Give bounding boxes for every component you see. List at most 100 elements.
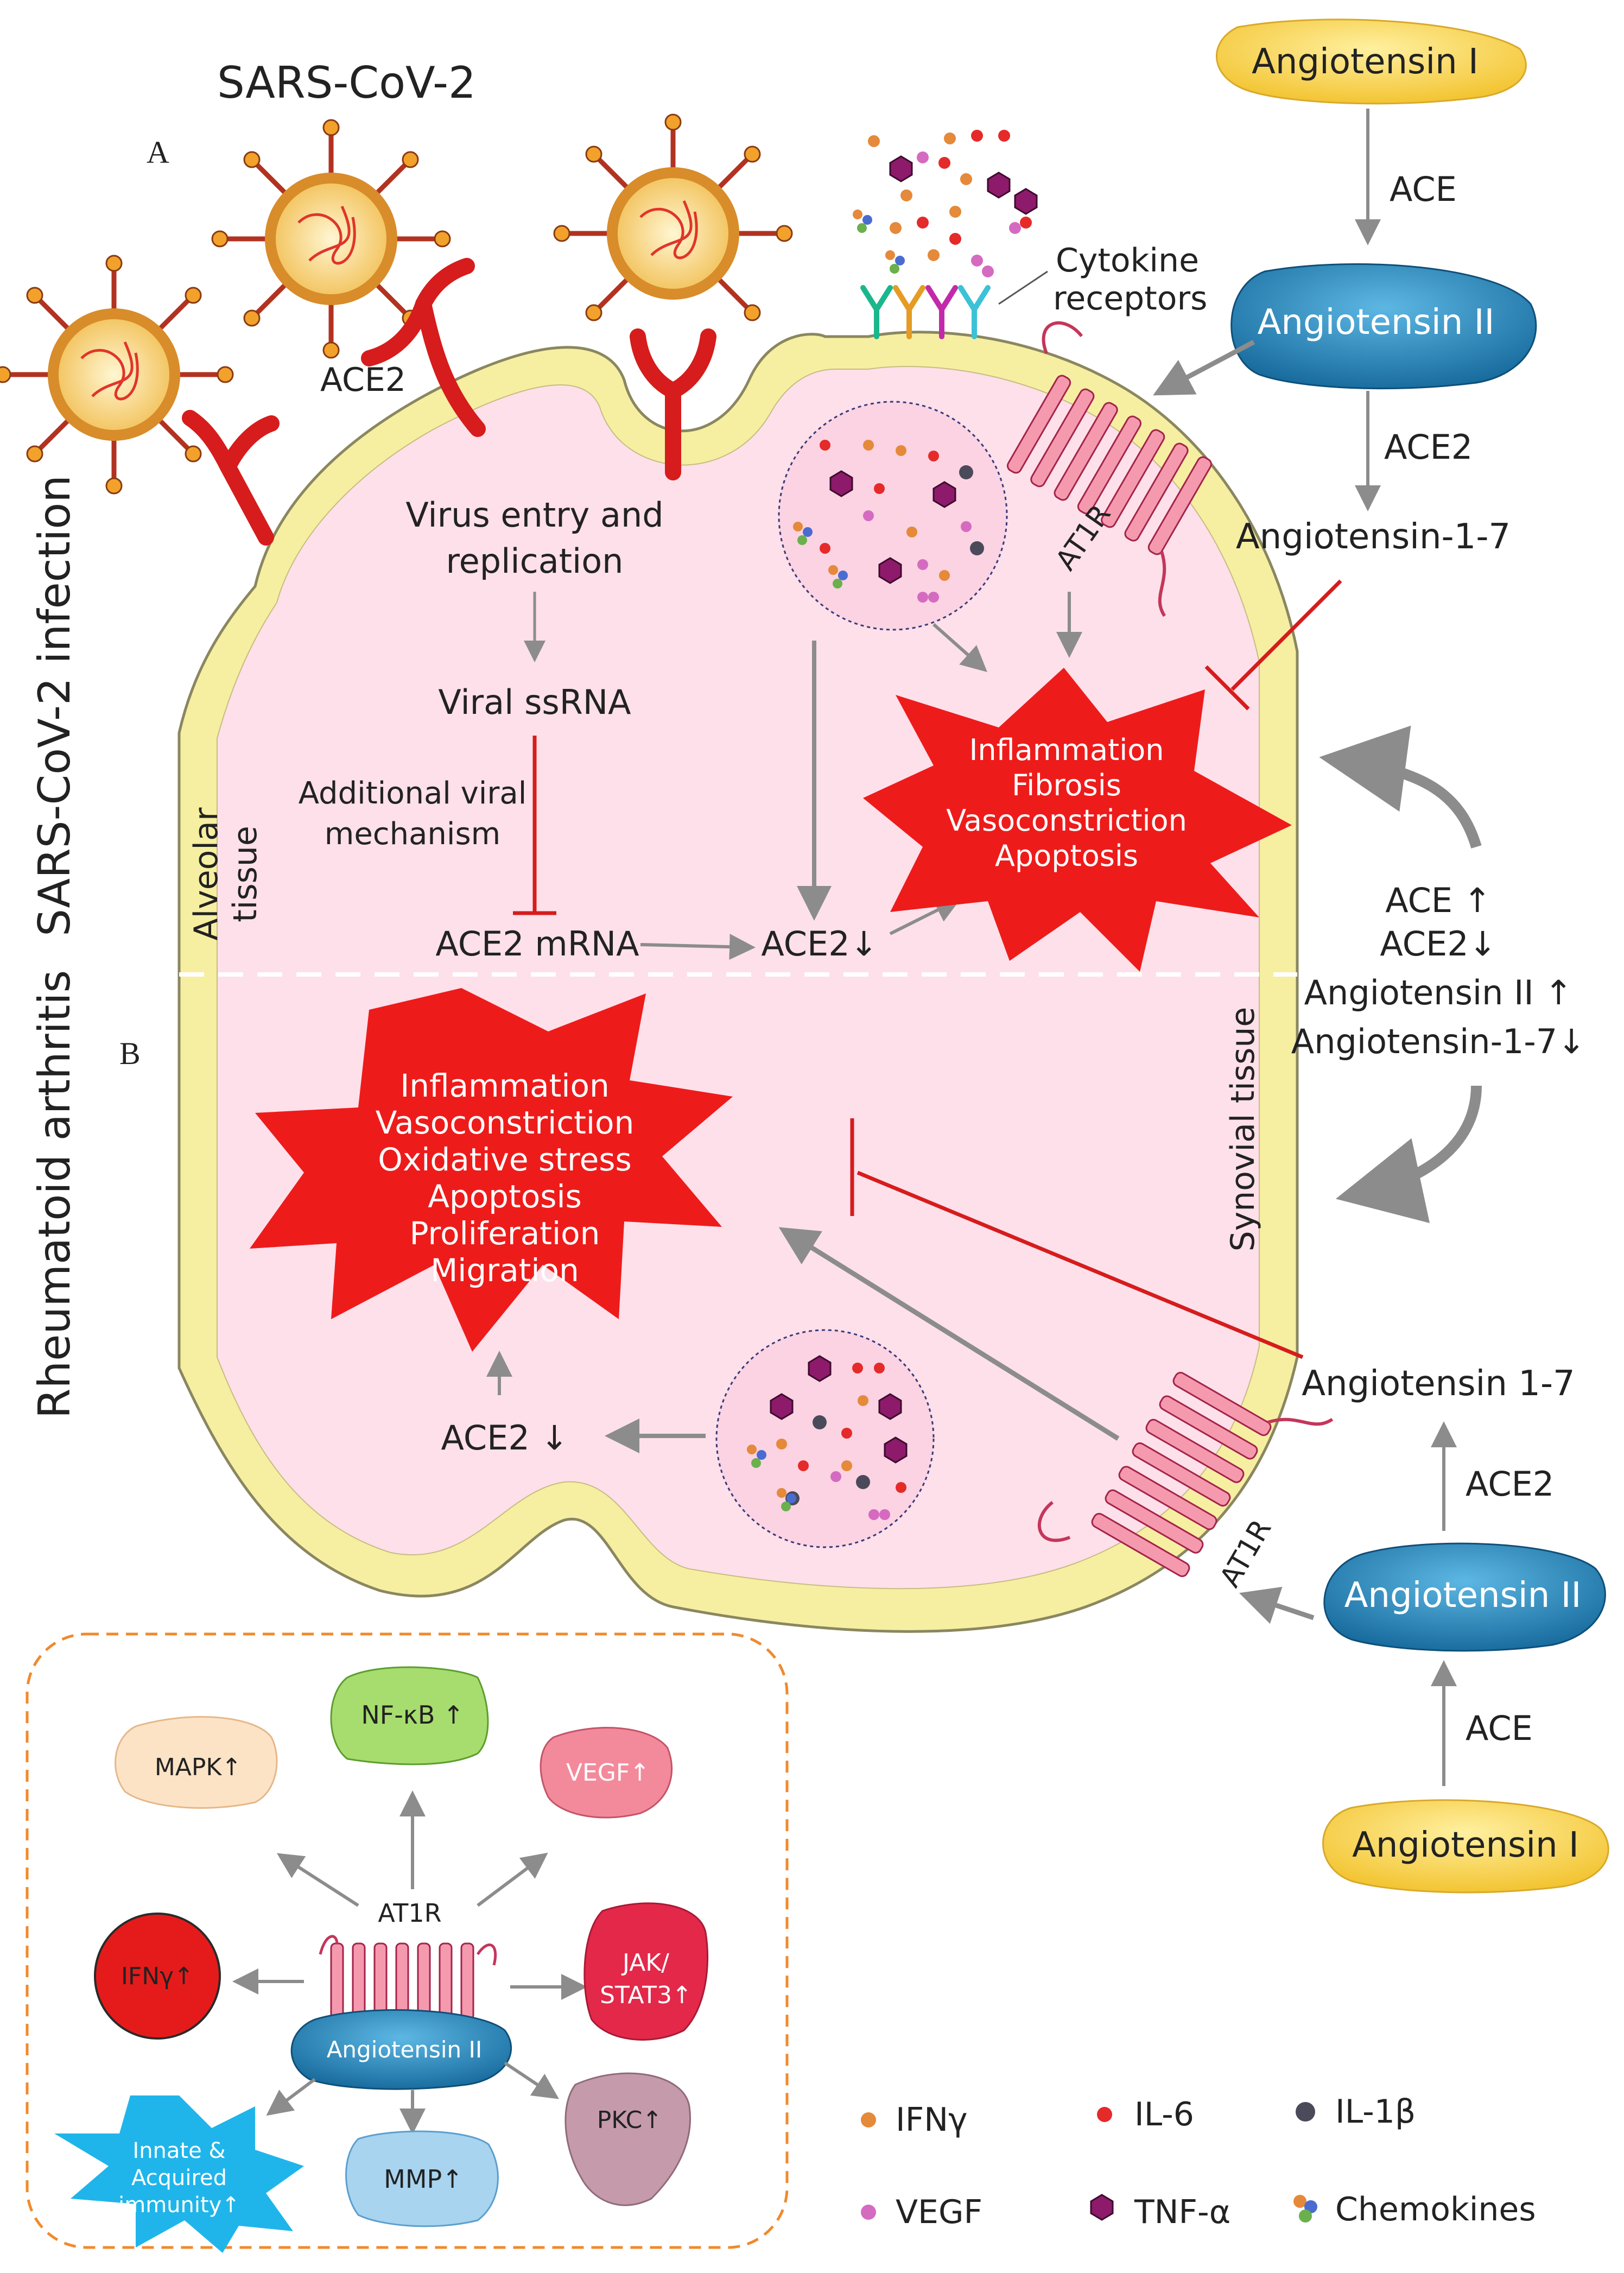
svg-text:immunity↑: immunity↑ [118,2193,240,2218]
legend-vegf: VEGF [861,2193,982,2231]
curved-arrow-down [1335,1085,1482,1224]
inset-vegf: VEGF↑ [540,1727,673,1819]
svg-text:MMP↑: MMP↑ [384,2164,463,2194]
ras-bottom-ace2: ACE2 [1466,1464,1554,1504]
inset-arrow-pkc [504,2061,559,2099]
effect-star-a: Inflammation Fibrosis Vasoconstriction A… [863,668,1292,972]
svg-text:Innate &: Innate & [132,2138,225,2163]
svg-text:ACE2↓: ACE2↓ [1380,924,1496,964]
viral-ssrna-text: Viral ssRNA [438,682,631,722]
svg-text:IFNγ: IFNγ [896,2101,968,2139]
inset-nfkb: NF-κB ↑ [330,1666,489,1765]
at1r-receptor-a [1006,321,1212,617]
panel-a-label: A [147,135,169,170]
arrow-mrna-to-ace2 [640,934,756,960]
legend-il6: IL-6 [1097,2095,1194,2133]
ras-bottom-ace: ACE [1466,1708,1533,1748]
legend-tnfa: TNF-α [1090,2193,1230,2231]
additional-mechanism-text: Additional viral mechanism [299,776,527,852]
inset-immunity-star: Innate & Acquired immunity↑ [54,2095,304,2253]
ras-bottom-ang17: Angiotensin 1-7 [1302,1364,1575,1404]
at1r-signaling-inset: AT1R Angiotensin II NF-κB ↑ [26,1632,789,2253]
svg-text:Fibrosis: Fibrosis [1012,768,1121,802]
svg-text:Migration: Migration [430,1252,579,1289]
ras-bottom-ang2: Angiotensin II [1323,1542,1606,1652]
svg-text:Inflammation: Inflammation [969,733,1164,767]
alveolar-tissue-label: Alveolar tissue [187,807,264,940]
svg-text:Vasoconstriction: Vasoconstriction [376,1104,634,1141]
ras-bottom-ang1: Angiotensin I [1322,1799,1609,1894]
legend: IFNγ IL-6 IL-1β VEGF TNF-α Chemokines [861,2093,1536,2231]
inset-arrow-immunity [266,2078,316,2116]
arrow-ace2-to-star [889,898,961,935]
arrow-top-ang2-to-at1r [1153,340,1255,396]
cytokine-vesicle-a [778,401,1008,631]
cytokine-receptor-leader [998,270,1048,305]
at1r-receptor-b [1038,1372,1334,1578]
svg-text:Additional viral: Additional viral [299,776,527,811]
arrow-bottom-ang2-to-at1r [1239,1586,1315,1624]
svg-text:Alveolar: Alveolar [187,807,225,940]
svg-text:Proliferation: Proliferation [410,1215,600,1252]
svg-text:TNF-α: TNF-α [1134,2193,1230,2231]
inset-at1r-label: AT1R [378,1898,441,1928]
ace2-down-text-a: ACE2↓ [761,924,878,964]
svg-text:IFNγ↑: IFNγ↑ [121,1962,194,1990]
inhibit-ang17-to-star-b [850,1118,1304,1359]
inhibit-ssrna-to-mrna [513,736,556,915]
inset-jak-stat3: JAK/ STAT3↑ [583,1902,709,2041]
cytokine-receptors [860,285,991,339]
inset-mapk: MAPK↑ [115,1716,278,1809]
svg-text:Oxidative stress: Oxidative stress [378,1141,631,1178]
inset-mmp: MMP↑ [345,2130,499,2227]
synovial-tissue-label: Synovial tissue [1224,1007,1262,1252]
legend-ifng: IFNγ [861,2101,968,2139]
svg-text:MAPK↑: MAPK↑ [155,1753,242,1781]
virus-entry-text: Virus entry and replication [405,495,663,581]
ace2-receptor-center [630,328,716,480]
effect-star-b: Inflammation Vasoconstriction Oxidative … [250,988,733,1352]
panel-b-label: B [119,1036,141,1071]
legend-il1b: IL-1β [1296,2093,1416,2131]
virus-label: SARS-CoV-2 [217,58,476,108]
ras-top-ace: ACE [1390,169,1457,209]
ras-top-ang2: Angiotensin II [1230,263,1537,390]
svg-text:PKC↑: PKC↑ [597,2106,663,2134]
svg-text:Angiotensin II ↑: Angiotensin II ↑ [1304,973,1573,1012]
svg-text:ACE ↑: ACE ↑ [1385,881,1491,920]
svg-text:replication: replication [446,541,624,581]
svg-text:Vasoconstriction: Vasoconstriction [946,803,1187,838]
svg-text:Apoptosis: Apoptosis [995,839,1138,873]
middle-changes: ACE ↑ ACE2↓ Angiotensin II ↑ Angiotensin… [1291,881,1585,1061]
extracellular-cytokines [853,130,1038,277]
svg-text:receptors: receptors [1053,280,1207,318]
arrow-at1r-to-star-b [778,1227,1120,1441]
inset-at1r-receptor [330,1942,474,2021]
svg-text:JAK/: JAK/ [621,1949,669,1977]
svg-text:VEGF↑: VEGF↑ [566,1759,650,1787]
inset-ang2: Angiotensin II [290,2009,512,2090]
side-label-ra: Rheumatoid arthritis [29,970,80,1419]
ace2-mrna-text: ACE2 mRNA [435,924,639,964]
inhibit-ang17-to-star-a [1204,579,1342,711]
arrow-vesicle-to-star [932,623,987,672]
ace2-down-text-b: ACE2 ↓ [441,1418,569,1458]
curved-arrow-up [1319,725,1482,849]
inset-ifng: IFNγ↑ [94,1913,221,2040]
svg-text:Cytokine: Cytokine [1056,242,1199,280]
svg-text:Virus entry and: Virus entry and [405,495,663,535]
svg-text:IL-1β: IL-1β [1335,2093,1416,2131]
inset-pkc: PKC↑ [564,2072,691,2206]
ace2-receptor-label: ACE2 [320,361,406,399]
virus-center [553,113,793,321]
svg-text:Apoptosis: Apoptosis [428,1178,582,1215]
ace2-receptor-left [182,410,280,546]
ras-top-ang17: Angiotensin-1-7 [1236,517,1511,557]
svg-text:mechanism: mechanism [325,816,500,852]
virus-top-left [211,119,451,359]
side-label-sars: SARS-CoV-2 infection [29,475,80,936]
svg-text:STAT3↑: STAT3↑ [600,1981,692,2009]
svg-text:VEGF: VEGF [896,2193,982,2231]
